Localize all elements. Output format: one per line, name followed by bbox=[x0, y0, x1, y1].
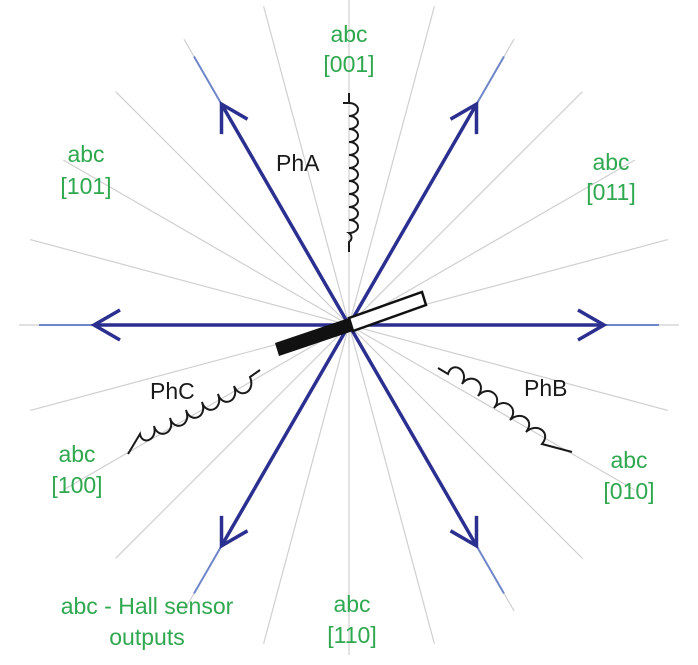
state-name: abc bbox=[58, 441, 95, 467]
legend: abc - Hall sensor outputs bbox=[61, 593, 234, 650]
vector-shaft bbox=[219, 103, 351, 326]
coil-phase-b bbox=[437, 366, 573, 453]
vector-shaft bbox=[347, 103, 479, 326]
vector-shaft bbox=[219, 324, 351, 547]
state-name: abc bbox=[610, 447, 647, 473]
vector-tail-line bbox=[193, 56, 225, 109]
phase-a-label: PhA bbox=[276, 150, 320, 176]
vector-tails bbox=[39, 56, 659, 594]
state-code: [101] bbox=[60, 173, 111, 199]
state-code: [010] bbox=[603, 478, 654, 504]
rotor-north-pole bbox=[347, 290, 428, 333]
state-code: [001] bbox=[323, 51, 374, 77]
vector-arrowhead bbox=[219, 101, 249, 135]
vector-shaft bbox=[347, 324, 479, 547]
vector-arrowhead bbox=[90, 308, 121, 342]
state-code: [011] bbox=[586, 179, 635, 205]
state-label-110: abc [110] bbox=[327, 591, 376, 648]
state-name: abc bbox=[67, 141, 104, 167]
vector-arrowhead bbox=[449, 101, 479, 135]
phase-vectors bbox=[90, 101, 608, 549]
phase-b-label: PhB bbox=[524, 375, 567, 401]
vector-tail-line bbox=[193, 541, 225, 594]
state-label-101: abc [101] bbox=[60, 141, 111, 199]
rotor-magnet bbox=[275, 290, 428, 356]
state-name: abc bbox=[330, 21, 367, 47]
vector-arrowhead bbox=[219, 515, 249, 549]
state-label-001: abc [001] bbox=[323, 21, 374, 77]
state-name: abc bbox=[333, 591, 370, 617]
coil-phase-a bbox=[343, 93, 359, 252]
state-name: abc bbox=[592, 149, 629, 175]
vector-tail-line bbox=[473, 56, 505, 109]
legend-line-1: abc - Hall sensor bbox=[61, 593, 234, 619]
coil-phase-c bbox=[127, 369, 261, 455]
phase-c-label: PhC bbox=[150, 378, 195, 404]
legend-line-2: outputs bbox=[109, 624, 184, 650]
state-label-011: abc [011] bbox=[586, 149, 635, 205]
vector-arrowhead bbox=[577, 308, 608, 342]
state-code: [110] bbox=[327, 622, 376, 648]
rotor-south-pole bbox=[275, 318, 353, 356]
state-code: [100] bbox=[51, 472, 102, 498]
state-label-100: abc [100] bbox=[51, 441, 102, 498]
vector-tail-line bbox=[473, 541, 505, 594]
vector-arrowhead bbox=[449, 515, 479, 549]
state-label-010: abc [010] bbox=[603, 447, 654, 504]
